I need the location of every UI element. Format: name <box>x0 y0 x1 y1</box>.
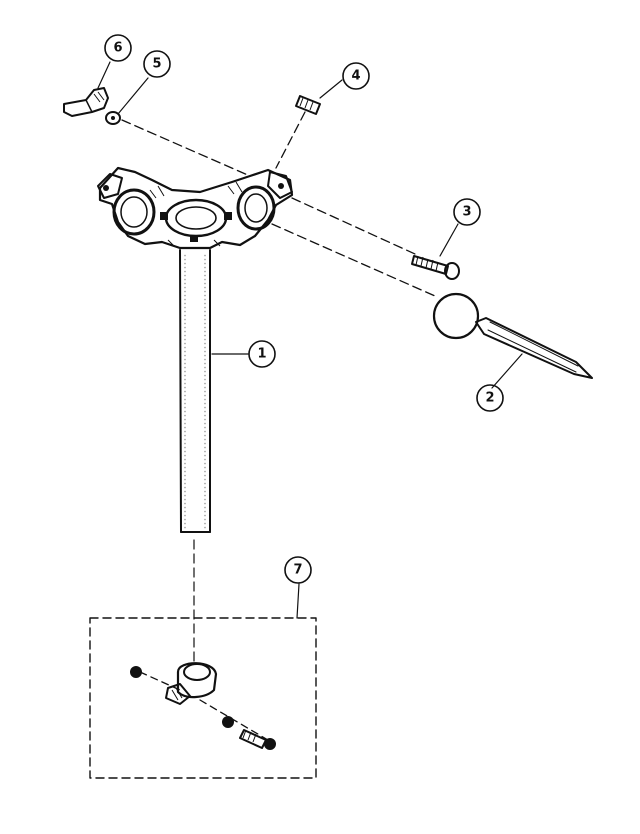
leader-lines <box>97 61 523 619</box>
callout-7-label: 7 <box>293 563 302 578</box>
callout-1-label: 1 <box>257 347 266 362</box>
callout-7: 7 <box>284 556 312 584</box>
part-clamp-assembly <box>89 617 317 779</box>
alignment-lines <box>121 111 436 741</box>
part-washer <box>105 111 121 125</box>
callout-6-label: 6 <box>113 41 122 56</box>
callout-2-label: 2 <box>485 391 494 406</box>
callout-5: 5 <box>143 50 171 78</box>
part-set-screw <box>295 95 321 115</box>
callout-1: 1 <box>248 340 276 368</box>
callout-5-label: 5 <box>152 57 161 72</box>
callout-4: 4 <box>342 62 370 90</box>
callout-2: 2 <box>476 384 504 412</box>
part-head-bracket <box>97 166 294 250</box>
part-screw <box>411 255 460 280</box>
callout-3: 3 <box>453 198 481 226</box>
callout-6: 6 <box>104 34 132 62</box>
callout-4-label: 4 <box>351 69 360 84</box>
part-column <box>179 249 211 666</box>
callout-3-label: 3 <box>462 205 471 220</box>
part-handle <box>432 292 593 379</box>
part-wing-nut <box>63 87 109 117</box>
